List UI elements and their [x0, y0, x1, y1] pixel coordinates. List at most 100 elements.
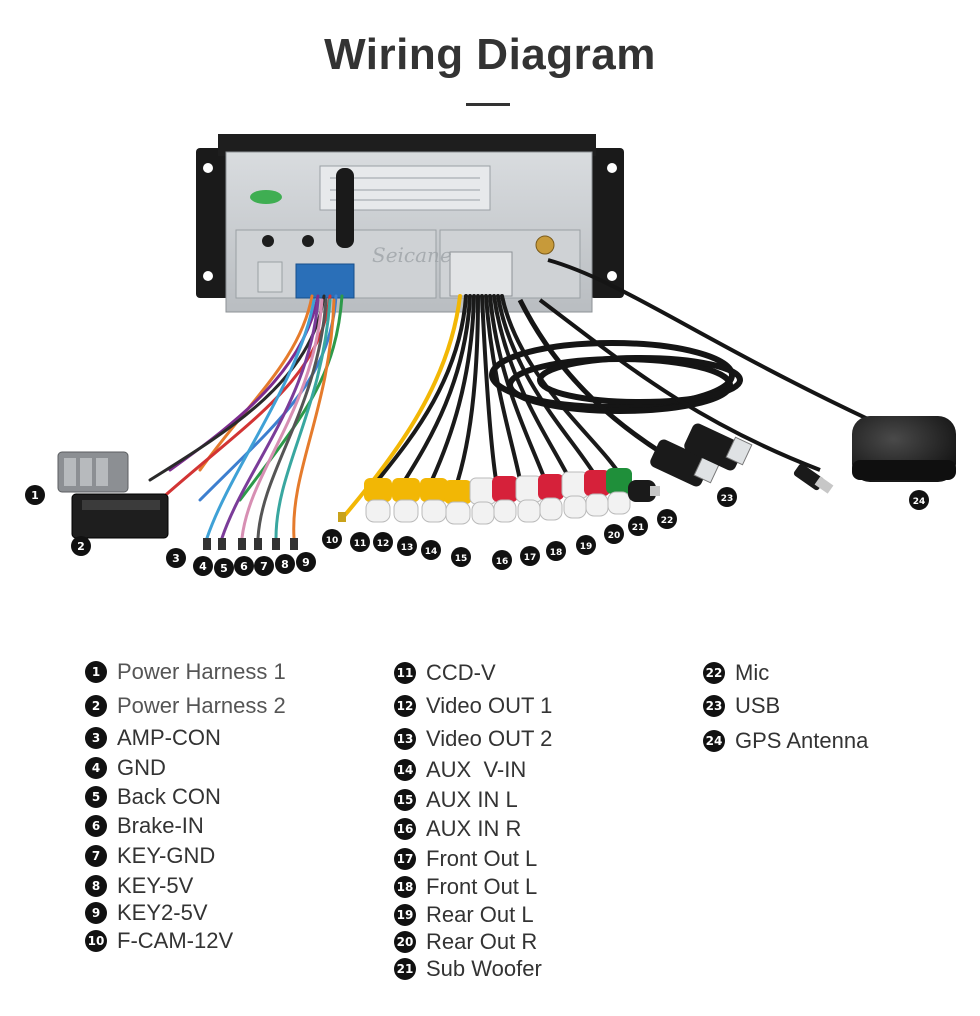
- numbered-badge-icon: 23: [703, 695, 725, 717]
- callout-5: 5: [214, 558, 234, 578]
- numbered-badge-icon: 16: [394, 818, 416, 840]
- numbered-badge-icon: 10: [85, 930, 107, 952]
- numbered-badge-icon: 21: [394, 958, 416, 980]
- numbered-badge-icon: 1: [85, 661, 107, 683]
- legend-label: Front Out L: [426, 874, 538, 899]
- svg-text:22: 22: [661, 516, 674, 526]
- numbered-badge-icon: 11: [394, 662, 416, 684]
- legend-label: GND: [117, 755, 166, 780]
- callout-23: 23: [717, 487, 737, 507]
- legend-item: 8 KEY-5V: [85, 873, 193, 899]
- legend-label: Power Harness 1: [117, 659, 286, 684]
- rca-plug-yellow-1: [364, 478, 392, 523]
- legend-label: Rear Out L: [426, 902, 534, 927]
- numbered-badge-icon: 7: [85, 845, 107, 867]
- gps-antenna-icon: [852, 416, 956, 482]
- ccd-v-wire-tip: [338, 512, 346, 522]
- legend-label: Video OUT 2: [426, 726, 553, 751]
- callout-badges: 1 2 3 4 5 6 7 8 9 10 11 12 13 14 15 16 1…: [25, 485, 929, 578]
- svg-text:23: 23: [721, 494, 734, 504]
- svg-text:4: 4: [199, 560, 207, 573]
- legend-label: AUX V-IN: [426, 757, 527, 782]
- numbered-badge-icon: 9: [85, 902, 107, 924]
- svg-text:17: 17: [524, 553, 537, 563]
- callout-9: 9: [296, 552, 316, 572]
- radio-antenna-plug: [793, 463, 834, 494]
- legend-label: Sub Woofer: [426, 956, 542, 981]
- svg-text:11: 11: [354, 539, 367, 549]
- rca-plug-yellow-4: [444, 480, 472, 525]
- svg-text:21: 21: [632, 523, 645, 533]
- rca-plug-yellow-3: [420, 478, 448, 523]
- callout-6: 6: [234, 556, 254, 576]
- legend-item: 1 Power Harness 1: [85, 659, 286, 685]
- callout-19: 19: [576, 535, 596, 555]
- numbered-badge-icon: 8: [85, 875, 107, 897]
- numbered-badge-icon: 17: [394, 848, 416, 870]
- svg-text:19: 19: [580, 542, 593, 552]
- svg-text:8: 8: [281, 558, 289, 571]
- numbered-badge-icon: 6: [85, 815, 107, 837]
- numbered-badge-icon: 20: [394, 931, 416, 953]
- callout-18: 18: [546, 541, 566, 561]
- callout-10: 10: [322, 529, 342, 549]
- svg-text:16: 16: [496, 557, 509, 567]
- legend-label: Brake-IN: [117, 813, 204, 838]
- power-harness-2-connector: [71, 493, 169, 539]
- svg-text:7: 7: [260, 560, 268, 573]
- rca-plug-white-2: [515, 475, 543, 523]
- svg-text:5: 5: [220, 562, 228, 575]
- svg-text:18: 18: [550, 548, 563, 558]
- svg-text:6: 6: [240, 560, 248, 573]
- svg-text:9: 9: [302, 556, 310, 569]
- legend-label: AMP-CON: [117, 725, 221, 750]
- svg-text:10: 10: [326, 536, 339, 546]
- svg-text:1: 1: [31, 489, 39, 502]
- numbered-badge-icon: 24: [703, 730, 725, 752]
- rca-plug-red-1: [492, 476, 518, 523]
- svg-text:13: 13: [401, 543, 414, 553]
- legend-item: 17 Front Out L: [394, 846, 537, 872]
- legend-item: 6 Brake-IN: [85, 813, 204, 839]
- legend-label: GPS Antenna: [735, 728, 869, 753]
- callout-17: 17: [520, 546, 540, 566]
- left-mount-bracket: [196, 148, 232, 298]
- rca-plug-white-3: [561, 471, 589, 519]
- legend-item: 2 Power Harness 2: [85, 693, 286, 719]
- legend-label: USB: [735, 693, 781, 718]
- legend-label: KEY-5V: [117, 873, 194, 898]
- legend-label: Rear Out R: [426, 929, 538, 954]
- rca-plug-red-3: [584, 470, 610, 517]
- callout-20: 20: [604, 524, 624, 544]
- legend-label: Front Out L: [426, 846, 538, 871]
- av-cable-bundle: [343, 294, 624, 517]
- power-harness-1-connector: [57, 451, 129, 493]
- callout-3: 3: [166, 548, 186, 568]
- numbered-badge-icon: 19: [394, 904, 416, 926]
- callout-24: 24: [909, 490, 929, 510]
- unit-green-sticker: [250, 190, 282, 204]
- svg-text:24: 24: [913, 497, 926, 507]
- rca-plug-yellow-2: [392, 478, 420, 523]
- av-socket: [449, 251, 513, 297]
- numbered-badge-icon: 2: [85, 695, 107, 717]
- legend-label: Mic: [735, 660, 770, 685]
- mic-jack: [628, 480, 660, 502]
- numbered-badge-icon: 15: [394, 789, 416, 811]
- legend-label: Power Harness 2: [117, 693, 286, 718]
- usb-connectors: [650, 423, 753, 487]
- legend-item: 23 USB: [703, 693, 780, 719]
- head-unit: Seicane: [196, 134, 624, 313]
- unit-brand-watermark: Seicane: [372, 243, 452, 267]
